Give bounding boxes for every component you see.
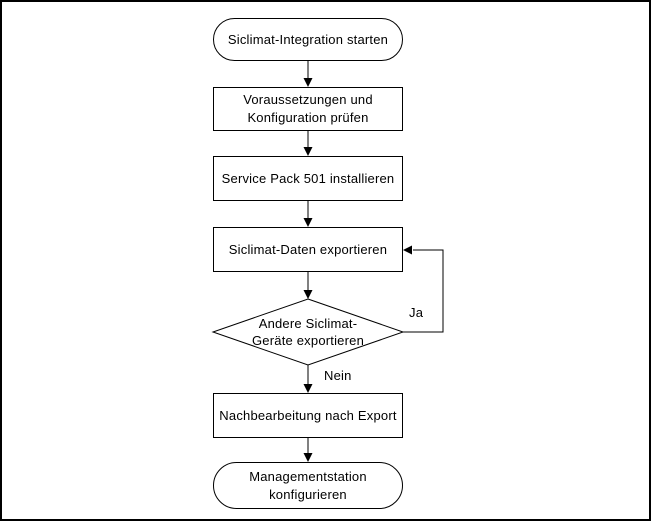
node-post-processing: Nachbearbeitung nach Export <box>213 393 403 438</box>
node-end-terminator: Managementstation konfigurieren <box>213 462 403 509</box>
node-export-siclimat-data: Siclimat-Daten exportieren <box>213 227 403 272</box>
node-decision-more-devices: Andere Siclimat- Geräte exportieren <box>252 316 364 348</box>
edge-label-ja: Ja <box>408 305 425 320</box>
node-check-prerequisites: Voraussetzungen und Konfiguration prüfen <box>213 87 403 131</box>
arrow-decision-loop-to-export <box>403 245 444 333</box>
arrow-decision-to-post <box>303 365 313 393</box>
arrow-check-to-sp501 <box>303 131 313 156</box>
node-install-service-pack: Service Pack 501 installieren <box>213 156 403 201</box>
arrow-export-to-decision <box>303 272 313 299</box>
arrow-sp501-to-export <box>303 201 313 227</box>
edge-label-nein: Nein <box>323 368 353 383</box>
node-start-terminator: Siclimat-Integration starten <box>213 18 403 61</box>
arrow-start-to-check <box>303 61 313 87</box>
arrow-post-to-end <box>303 438 313 462</box>
